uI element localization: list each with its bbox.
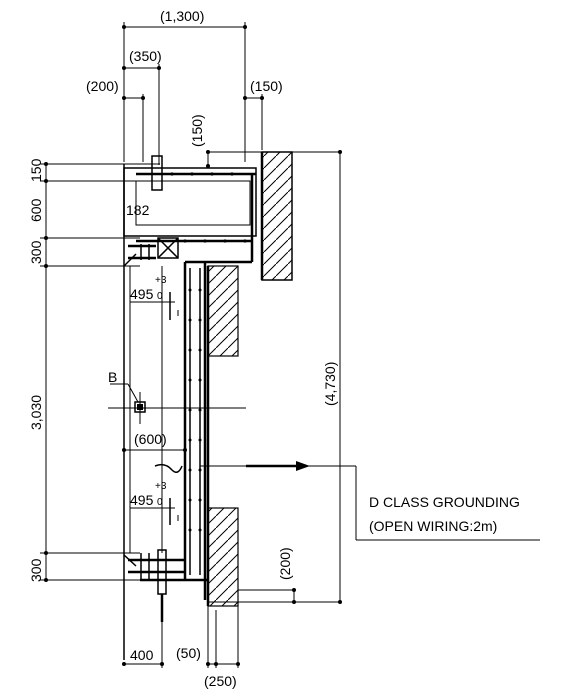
- label-4730: (4,730): [322, 362, 338, 406]
- label-300-bottom-left: 300: [28, 558, 44, 582]
- label-tol-lower-zero: 0: [157, 497, 163, 508]
- dim-4730: [208, 150, 342, 604]
- label-tol-lower-plus: +3: [155, 481, 167, 492]
- label-tol-upper-zero: 0: [157, 291, 163, 302]
- top-dimensions: [122, 22, 340, 168]
- main-wall: [183, 260, 252, 600]
- label-200-bottom: (200): [277, 547, 293, 580]
- label-3030: 3,030: [28, 395, 44, 430]
- label-200-top: (200): [86, 78, 119, 94]
- label-350: (350): [129, 48, 162, 64]
- label-150-left: 150: [28, 158, 44, 182]
- grounding-note-line2: (OPEN WIRING:2m): [369, 518, 497, 534]
- right-wall-top: [260, 151, 293, 281]
- label-150-right: (150): [250, 78, 283, 94]
- left-face: [123, 164, 163, 660]
- label-150-diag: (150): [189, 114, 205, 147]
- grounding-note: D CLASS GROUNDING (OPEN WIRING:2m): [369, 494, 520, 534]
- label-300-top-left: 300: [28, 240, 44, 264]
- bottom-dimensions: [122, 606, 240, 668]
- label-overall-width: (1,300): [160, 8, 204, 24]
- label-b-marker: B: [108, 369, 117, 385]
- label-250: (250): [204, 673, 237, 689]
- label-495-upper: 495: [130, 286, 154, 302]
- tolerance-markers: [130, 292, 179, 525]
- b-marker-group: [108, 383, 246, 424]
- label-50: (50): [176, 645, 201, 661]
- label-495-lower: 495: [130, 492, 154, 508]
- grounding-note-line1: D CLASS GROUNDING: [369, 494, 520, 510]
- label-600-mid: (600): [134, 431, 167, 447]
- bottom-fitting: [123, 549, 208, 622]
- label-tol-upper-plus: +3: [155, 275, 167, 286]
- dim-600: [122, 448, 187, 473]
- right-hatch-zones: [206, 265, 239, 607]
- label-182: 182: [126, 202, 150, 218]
- upper-slab: [123, 155, 257, 267]
- grounding-leader: [200, 461, 540, 541]
- label-600-left: 600: [28, 198, 44, 222]
- label-400: 400: [130, 647, 154, 663]
- dimension-labels: (1,300) (350) (200) (150) (150) 150 600 …: [28, 8, 338, 689]
